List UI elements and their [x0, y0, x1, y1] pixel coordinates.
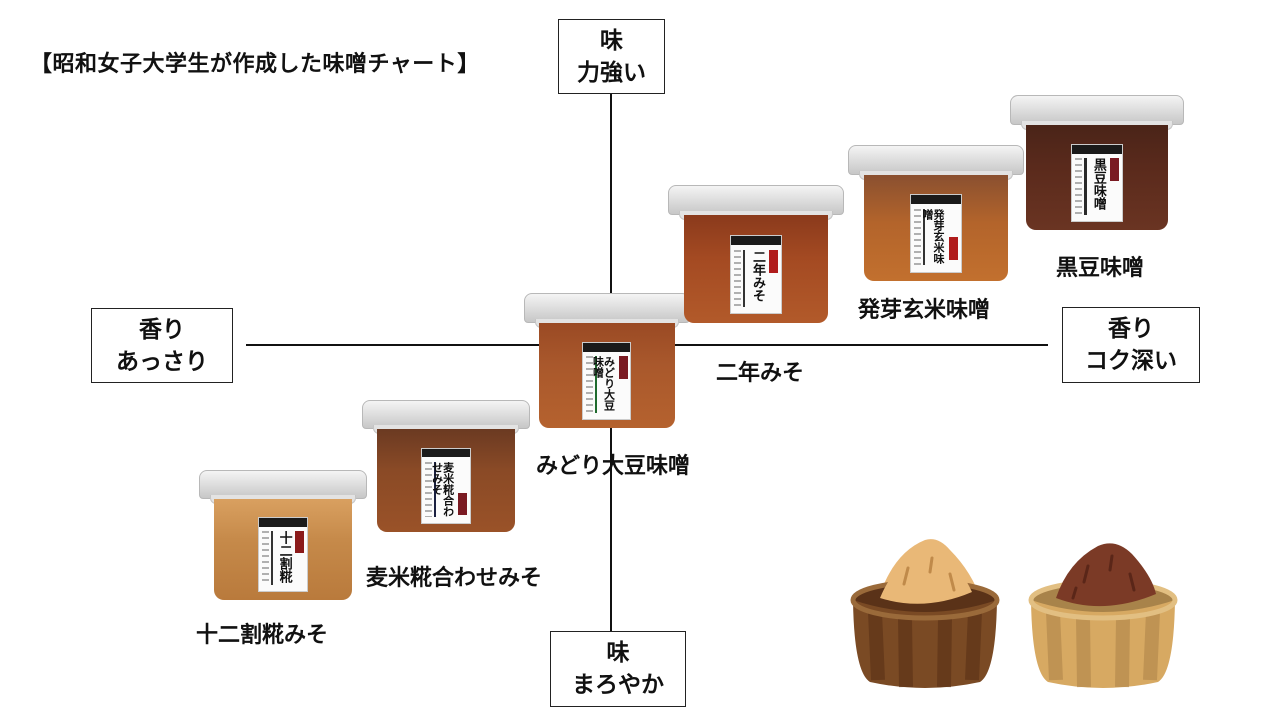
item-label-midori: みどり大豆味噌 [536, 454, 691, 479]
axis-top-line2: 力強い [577, 59, 646, 86]
product-label: みどり大豆味噌 [582, 341, 632, 420]
tub-body: 二年みそ [683, 215, 829, 323]
miso-tub-hatsuga: 発芽玄米味噌 [848, 145, 1024, 281]
axis-box-bottom: 味 まろやか [550, 631, 686, 707]
item-label-mugikome: 麦米糀合わせみそ [366, 566, 543, 591]
chart-title: 【昭和女子大学生が作成した味噌チャート】 [30, 52, 480, 77]
tub-body: 黒豆味噌 [1025, 124, 1169, 230]
miso-tub-kuromame: 黒豆味噌 [1010, 95, 1184, 230]
tub-lid [848, 145, 1024, 180]
product-label: 十二割糀 [258, 516, 308, 592]
miso-tub-midori: みどり大豆味噌 [524, 293, 690, 428]
product-label: 黒豆味噌 [1071, 143, 1123, 222]
axis-bottom-line1: 味 [606, 640, 630, 666]
product-label: 麦米糀合わせみそ [421, 447, 471, 524]
axis-left-line2: あっさり [116, 348, 208, 375]
miso-tub-mugikome: 麦米糀合わせみそ [362, 400, 530, 532]
axis-box-left: 香り あっさり [91, 308, 233, 383]
tub-lid [362, 400, 530, 435]
item-label-ninen: 二年みそ [716, 361, 805, 386]
item-label-kuromame: 黒豆味噌 [1056, 256, 1145, 281]
axis-bottom-line2: まろやか [572, 672, 664, 698]
axis-box-right: 香り コク深い [1062, 307, 1200, 383]
tub-body: 麦米糀合わせみそ [377, 429, 515, 532]
item-label-juniwari: 十二割糀みそ [196, 623, 329, 648]
miso-bowl-dark-icon [1028, 543, 1178, 688]
axis-right-line1: 香り [1108, 316, 1154, 342]
axis-left-line1: 香り [139, 316, 185, 343]
tub-body: 発芽玄米味噌 [863, 174, 1009, 281]
product-label: 発芽玄米味噌 [910, 194, 962, 273]
axis-right-line2: コク深い [1085, 348, 1177, 374]
product-label: 二年みそ [730, 234, 782, 315]
miso-tub-juniwari: 十二割糀 [199, 470, 367, 600]
tub-lid [524, 293, 690, 328]
item-label-hatsuga: 発芽玄米味噌 [858, 298, 991, 323]
tub-body: みどり大豆味噌 [538, 322, 676, 428]
miso-bowl-light-icon [850, 539, 1000, 688]
axis-box-top: 味 力強い [558, 19, 665, 94]
miso-tub-ninen: 二年みそ [668, 185, 844, 323]
axis-top-line1: 味 [600, 27, 623, 54]
tub-lid [668, 185, 844, 221]
tub-lid [199, 470, 367, 504]
tub-body: 十二割糀 [214, 498, 352, 600]
tub-lid [1010, 95, 1184, 130]
